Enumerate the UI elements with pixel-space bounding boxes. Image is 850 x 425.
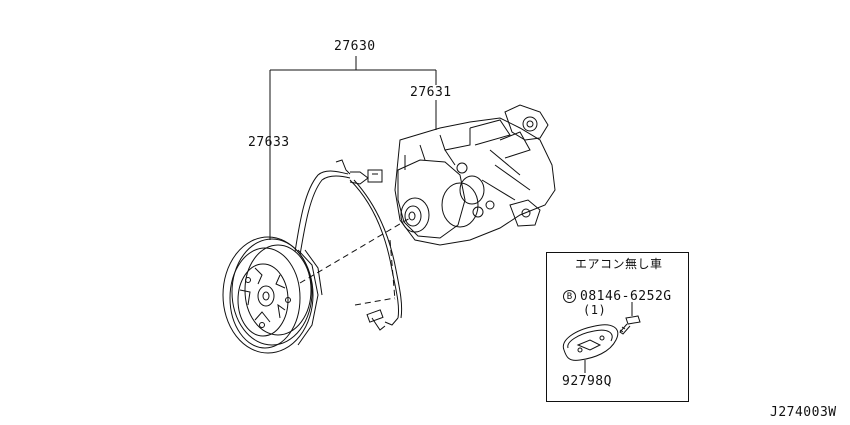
clutch-pulley-drawing	[222, 236, 323, 354]
diagram-code: J274003W	[770, 405, 837, 420]
label-08146-6252g: 08146-6252G	[580, 289, 672, 304]
label-27633: 27633	[248, 135, 290, 150]
label-92798q: 92798Q	[562, 374, 612, 389]
bolt-marker: B	[563, 290, 576, 303]
assembly-dashes	[299, 217, 411, 306]
leader-27630	[269, 56, 437, 240]
inset-title: エアコン無し車	[575, 257, 663, 271]
inset-panel	[546, 252, 689, 402]
label-bolt-qty: (1)	[583, 303, 607, 317]
label-27630: 27630	[334, 39, 376, 54]
inset-drawing	[562, 302, 641, 373]
label-27631: 27631	[410, 85, 452, 100]
compressor-drawing	[394, 104, 556, 246]
clutch-wire-drawing	[294, 159, 403, 331]
